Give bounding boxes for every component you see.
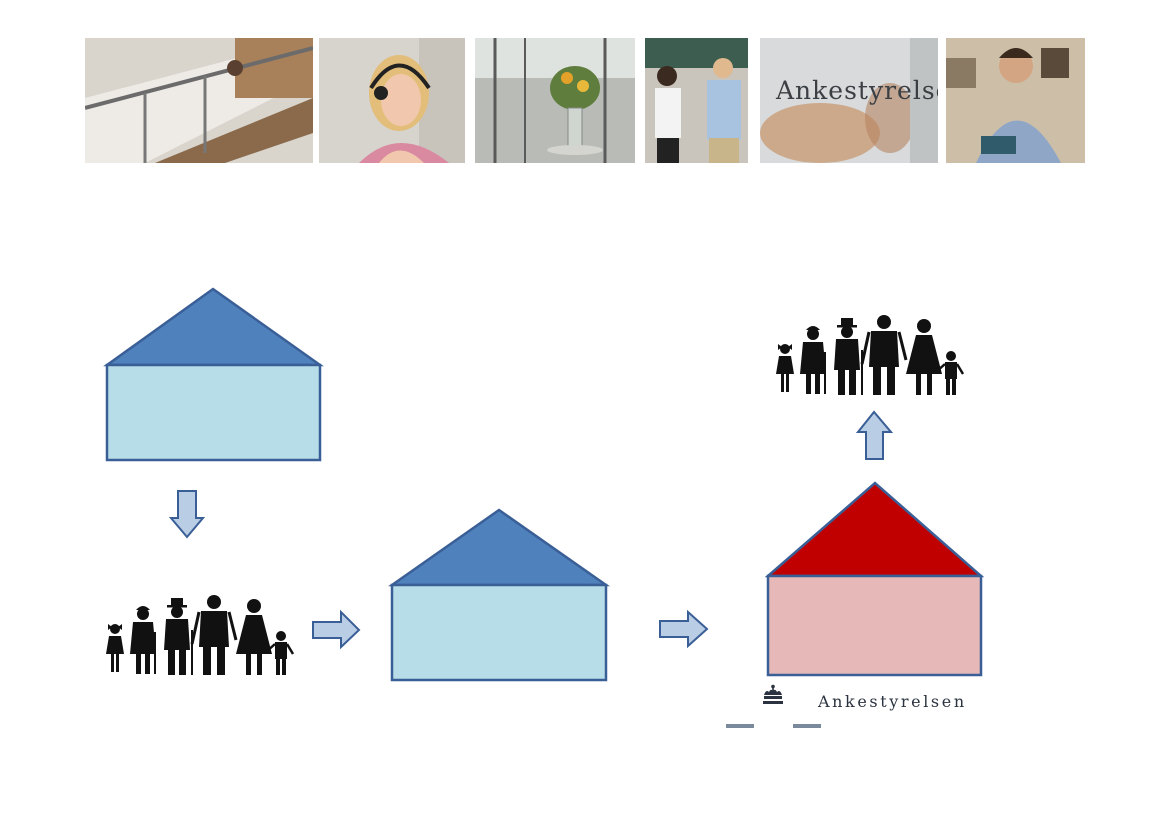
house-2-roof	[388, 508, 610, 587]
house-2	[388, 508, 610, 682]
house-1	[103, 287, 324, 462]
photo-man-reading	[946, 38, 1085, 163]
arrow-up-icon	[855, 410, 894, 460]
house-1-roof	[103, 287, 324, 367]
house-3	[764, 481, 985, 677]
house-3-roof	[764, 481, 985, 578]
crown-icon	[763, 684, 783, 704]
brand-logo-text: Ankestyrelsen	[818, 692, 967, 711]
photo-glass-sign: Ankestyrelsen	[760, 38, 938, 163]
arrow-right-icon	[312, 609, 361, 650]
house-1-body	[105, 363, 322, 462]
photo-staircase	[85, 38, 313, 163]
family-group-icon	[774, 313, 965, 397]
arrow-right-icon	[659, 609, 709, 649]
brand-bar-right	[793, 724, 821, 728]
house-2-body	[390, 583, 608, 682]
glass-sign-text: Ankestyrelsen	[776, 76, 938, 105]
house-3-body	[766, 574, 983, 677]
family-group-icon	[104, 593, 295, 677]
brand-bar-left	[726, 724, 754, 728]
photo-two-colleagues	[645, 38, 748, 163]
photo-lobby-flowers	[475, 38, 635, 163]
photo-call-center-agent	[319, 38, 465, 163]
arrow-down-icon	[168, 490, 206, 539]
